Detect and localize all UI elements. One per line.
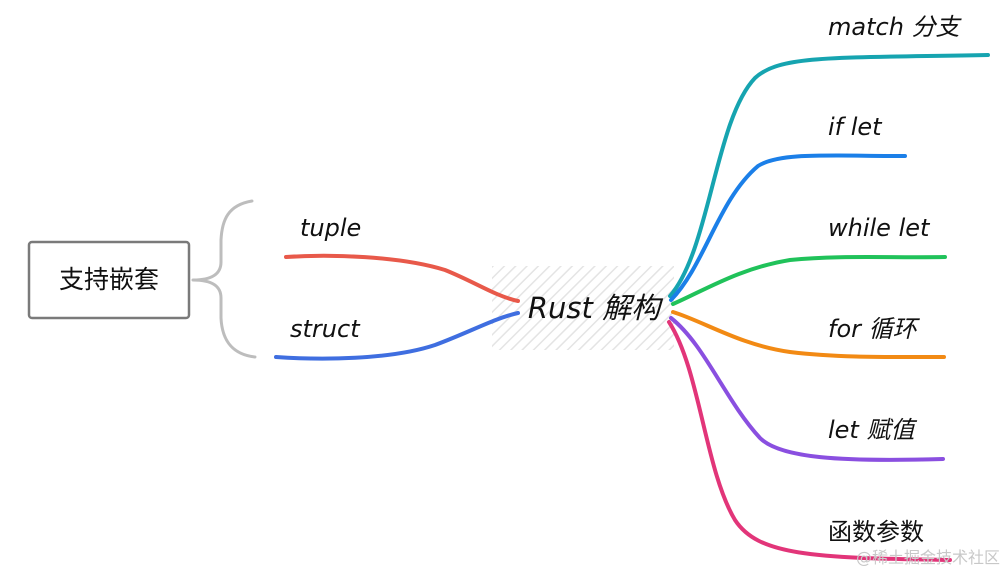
branch-label-struct[interactable]: struct xyxy=(290,315,361,343)
connector-let-assign xyxy=(669,316,945,462)
side-note-box xyxy=(27,240,191,320)
branch-label-for-loop[interactable]: for 循环 xyxy=(828,315,921,343)
branch-label-if-let[interactable]: if let xyxy=(828,113,883,141)
connector-fn-params xyxy=(667,320,952,562)
connectors xyxy=(274,53,990,562)
branch-label-let-assign[interactable]: let 赋值 xyxy=(828,416,917,444)
connector-match xyxy=(668,53,990,298)
connector-tuple xyxy=(284,253,520,303)
connector-for-loop xyxy=(671,310,946,360)
connector-if-let xyxy=(669,153,907,302)
connector-while-let xyxy=(671,255,947,306)
branch-label-while-let[interactable]: while let xyxy=(828,214,931,242)
watermark: @稀土掘金技术社区 xyxy=(856,548,1000,567)
side-note-label: 支持嵌套 xyxy=(59,265,159,294)
bracket xyxy=(191,199,257,359)
branch-label-match[interactable]: match 分支 xyxy=(828,13,963,41)
side-note[interactable]: 支持嵌套 xyxy=(27,240,191,320)
connector-struct xyxy=(274,311,520,361)
branch-label-tuple[interactable]: tuple xyxy=(300,214,361,242)
center-label[interactable]: Rust 解构 xyxy=(528,291,664,325)
branch-label-fn-params[interactable]: 函数参数 xyxy=(828,518,924,546)
center-highlight xyxy=(492,266,674,350)
